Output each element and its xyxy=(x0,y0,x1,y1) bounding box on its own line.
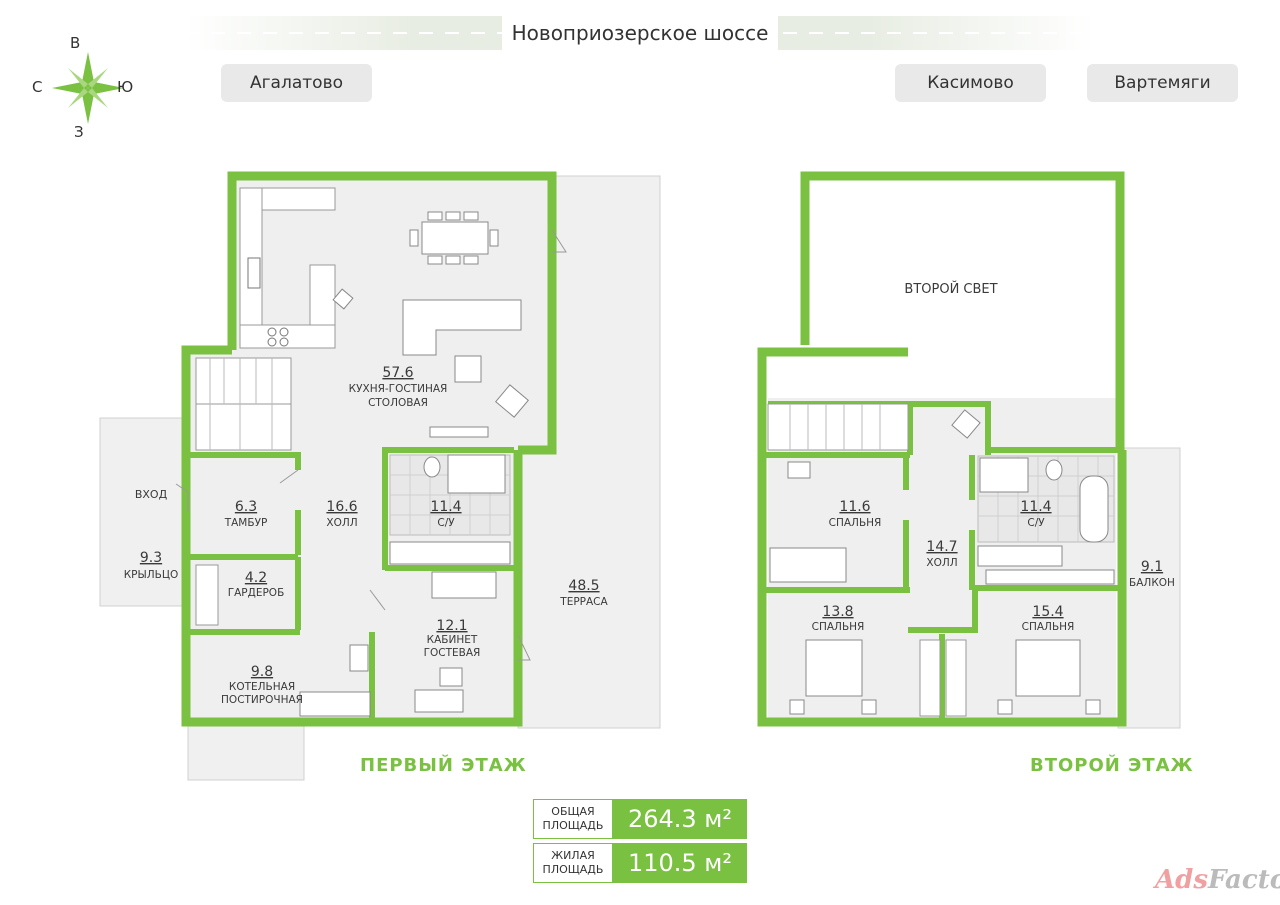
compass-south: З xyxy=(74,123,84,141)
first-floor-labels: 57.6 КУХНЯ-ГОСТИНАЯ СТОЛОВАЯ 6.3 ТАМБУР … xyxy=(124,365,609,706)
total-area-value: 264.3 м² xyxy=(613,799,747,839)
room-area: 14.7 xyxy=(926,539,957,555)
road-title: Новоприозерское шоссе xyxy=(185,16,1095,50)
area-stats: ОБЩАЯ ПЛОЩАДЬ 264.3 м² ЖИЛАЯ ПЛОЩАДЬ 110… xyxy=(533,799,747,887)
entrance-label: ВХОД xyxy=(135,488,168,501)
room-name: КУХНЯ-ГОСТИНАЯ xyxy=(349,383,448,395)
compass-north: В xyxy=(70,34,81,52)
first-floor-title: ПЕРВЫЙ ЭТАЖ xyxy=(360,755,527,776)
watermark-rest: Factory xyxy=(1208,865,1280,895)
room-name: СТОЛОВАЯ xyxy=(368,397,428,409)
room-area: 6.3 xyxy=(235,499,257,515)
room-name: ГАРДЕРОБ xyxy=(228,587,285,599)
room-name: БАЛКОН xyxy=(1129,577,1175,589)
room-area: 16.6 xyxy=(326,499,357,515)
room-name: ПОСТИРОЧНАЯ xyxy=(221,694,303,706)
room-name: С/У xyxy=(437,517,455,529)
total-area-row: ОБЩАЯ ПЛОЩАДЬ 264.3 м² xyxy=(533,799,747,839)
room-name: КРЫЛЬЦО xyxy=(124,569,179,581)
room-name: С/У xyxy=(1027,517,1045,529)
back-porch-area xyxy=(187,717,305,781)
place-vartemyagi: Вартемяги xyxy=(1087,64,1238,102)
room-name: ГОСТЕВАЯ xyxy=(424,647,481,659)
room-area: 4.2 xyxy=(245,570,267,586)
room-name: ТАМБУР xyxy=(224,517,268,529)
place-kasimovo: Касимово xyxy=(895,64,1046,102)
road-name: Новоприозерское шоссе xyxy=(501,16,779,50)
compass-west: С xyxy=(32,78,43,96)
room-name: ТЕРРАСА xyxy=(559,596,608,608)
room-name: ХОЛЛ xyxy=(926,557,957,569)
living-area-value: 110.5 м² xyxy=(613,843,747,883)
second-floor-plan xyxy=(757,171,1181,729)
room-area: 9.3 xyxy=(140,550,162,566)
place-agalatovo: Агалатово xyxy=(221,64,372,102)
balcony-area xyxy=(1117,447,1181,729)
room-name: СПАЛЬНЯ xyxy=(829,517,882,529)
room-area: 57.6 xyxy=(382,365,413,381)
room-area: 13.8 xyxy=(822,604,853,620)
room-area: 48.5 xyxy=(568,578,599,594)
room-area: 9.1 xyxy=(1141,559,1163,575)
room-name: ВТОРОЙ СВЕТ xyxy=(904,281,997,297)
porch-area xyxy=(99,417,189,607)
room-name: ХОЛЛ xyxy=(326,517,357,529)
room-name: КАБИНЕТ xyxy=(427,634,478,646)
compass-icon xyxy=(52,52,124,124)
room-area: 11.6 xyxy=(839,499,870,515)
living-area-label: ЖИЛАЯ ПЛОЩАДЬ xyxy=(533,843,613,883)
room-name: СПАЛЬНЯ xyxy=(1022,621,1075,633)
room-area: 15.4 xyxy=(1032,604,1063,620)
watermark-logo: AdsFactory xyxy=(1155,865,1280,895)
second-floor-labels: ВТОРОЙ СВЕТ 11.6 СПАЛЬНЯ 14.7 ХОЛЛ 11.4 … xyxy=(812,281,1175,633)
watermark-prefix: Ads xyxy=(1155,865,1208,895)
room-name: СПАЛЬНЯ xyxy=(812,621,865,633)
room-area: 11.4 xyxy=(1020,499,1051,515)
total-area-label: ОБЩАЯ ПЛОЩАДЬ xyxy=(533,799,613,839)
room-area: 9.8 xyxy=(251,664,273,680)
room-area: 12.1 xyxy=(436,618,467,634)
second-floor-title: ВТОРОЙ ЭТАЖ xyxy=(1030,755,1194,776)
room-area: 11.4 xyxy=(430,499,461,515)
room-name: КОТЕЛЬНАЯ xyxy=(229,681,295,693)
living-area-row: ЖИЛАЯ ПЛОЩАДЬ 110.5 м² xyxy=(533,843,747,883)
first-floor-plan xyxy=(99,171,661,781)
road-band: Новоприозерское шоссе xyxy=(185,16,1095,50)
compass-east: Ю xyxy=(117,78,134,96)
